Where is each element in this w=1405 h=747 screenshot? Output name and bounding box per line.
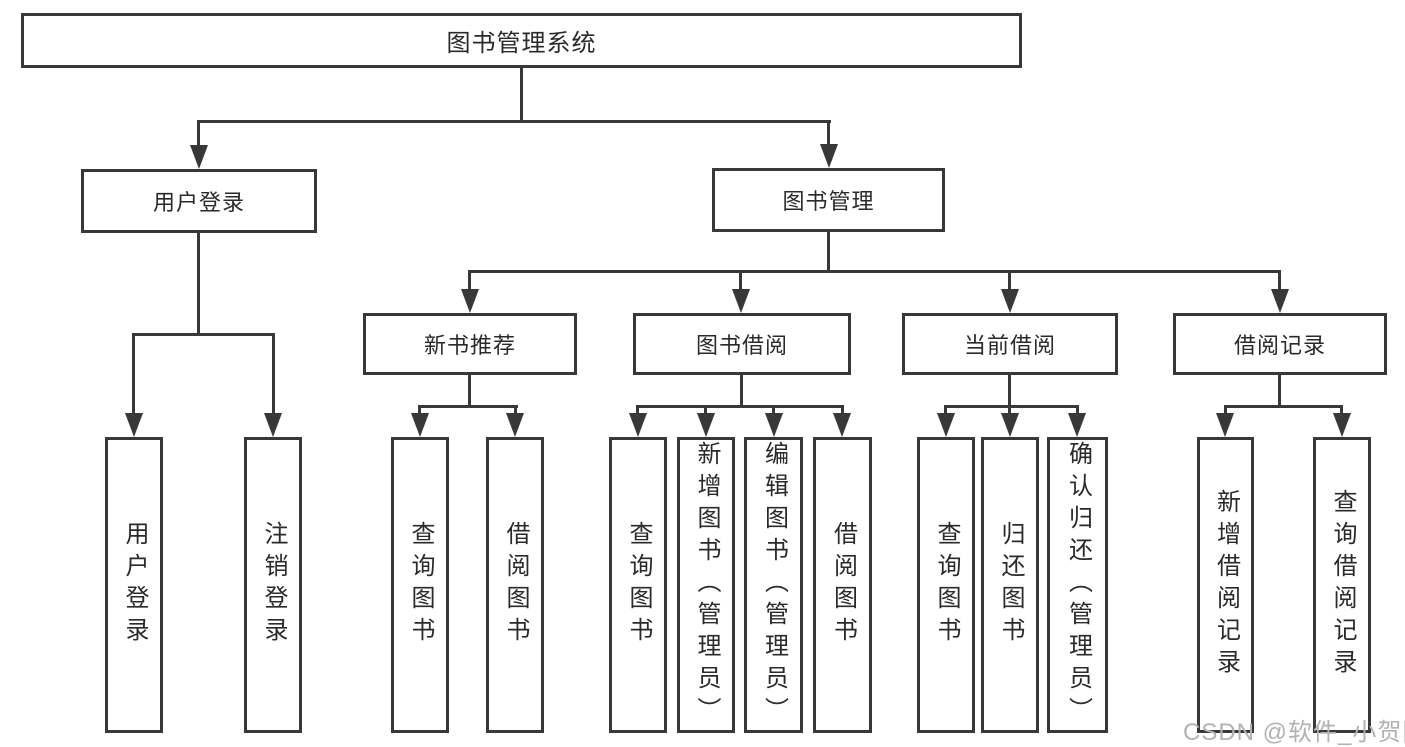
arrowhead-query-record — [1333, 413, 1351, 437]
connector-drop-leaf-user-login — [132, 333, 135, 417]
leaf-add-borrow-record: 新增借阅记录 — [1197, 437, 1254, 733]
arrowhead-borrow1 — [506, 413, 524, 437]
connector-drop-edit-books — [772, 405, 775, 417]
arrowhead-add-record — [1216, 413, 1234, 437]
connector-drop-add-record — [1224, 405, 1227, 417]
node-root: 图书管理系统 — [21, 13, 1022, 68]
connector-drop-user-login — [197, 120, 200, 148]
node-user-login: 用户登录 — [81, 169, 317, 233]
connector-drop-query3 — [944, 405, 947, 417]
connector-userlogin-bus — [132, 333, 275, 336]
arrowhead-borrow2 — [833, 413, 851, 437]
leaf-borrow-books-2: 借阅图书 — [813, 437, 872, 733]
arrowhead-return-books — [1001, 413, 1019, 437]
arrowhead-query2 — [629, 413, 647, 437]
leaf-query-books-2-label: 查询图书 — [625, 521, 652, 649]
leaf-confirm-return-admin: 确认归还（管理员） — [1047, 437, 1108, 733]
connector-root-stem — [520, 66, 523, 123]
leaf-add-books-admin-label: 新增图书（管理员） — [693, 441, 720, 729]
node-new-book-recommend-label: 新书推荐 — [423, 333, 516, 358]
node-current-borrow-label: 当前借阅 — [963, 333, 1056, 358]
leaf-edit-books-admin: 编辑图书（管理员） — [744, 437, 803, 733]
connector-borrowrecords-stem — [1278, 373, 1281, 408]
arrowhead-query3 — [937, 413, 955, 437]
leaf-query-books-3-label: 查询图书 — [933, 521, 960, 649]
arrowhead-confirm-return — [1068, 413, 1086, 437]
leaf-return-books: 归还图书 — [981, 437, 1039, 733]
arrowhead-add-books — [697, 413, 715, 437]
connector-level3-bus — [468, 270, 1281, 273]
arrowhead-edit-books — [765, 413, 783, 437]
connector-drop-borrow2 — [841, 405, 844, 417]
connector-drop-confirm-return — [1076, 405, 1079, 417]
node-book-borrow: 图书借阅 — [633, 313, 851, 375]
connector-currentborrow-stem — [1008, 373, 1011, 408]
connector-level1-bus — [197, 120, 831, 123]
connector-newbook-stem — [468, 373, 471, 408]
leaf-query-books-3: 查询图书 — [917, 437, 975, 733]
arrowhead-leaf-user-login — [125, 413, 143, 437]
node-new-book-recommend: 新书推荐 — [363, 313, 577, 375]
connector-drop-return-books — [1008, 405, 1011, 417]
node-borrow-records-label: 借阅记录 — [1233, 333, 1326, 358]
leaf-logout: 注销登录 — [244, 437, 302, 733]
leaf-confirm-return-admin-label: 确认归还（管理员） — [1064, 441, 1092, 729]
connector-bookborrow-bus — [636, 405, 844, 408]
connector-drop-new-book — [468, 270, 471, 292]
node-book-management: 图书管理 — [712, 168, 945, 232]
leaf-user-login: 用户登录 — [105, 437, 163, 733]
node-book-borrow-label: 图书借阅 — [695, 333, 788, 358]
leaf-user-login-label: 用户登录 — [121, 521, 148, 649]
leaf-query-borrow-record: 查询借阅记录 — [1313, 437, 1371, 733]
connector-drop-book-management — [827, 120, 830, 147]
leaf-logout-label: 注销登录 — [260, 521, 287, 649]
node-book-management-label: 图书管理 — [782, 189, 875, 214]
connector-bookborrow-stem — [740, 373, 743, 408]
arrowhead-query1 — [411, 413, 429, 437]
leaf-return-books-label: 归还图书 — [997, 521, 1024, 649]
node-root-label: 图书管理系统 — [446, 30, 597, 57]
arrowhead-borrow-records — [1271, 289, 1289, 313]
leaf-query-books-2: 查询图书 — [609, 437, 667, 733]
arrowhead-book-borrow — [732, 289, 750, 313]
node-borrow-records: 借阅记录 — [1173, 313, 1387, 375]
connector-drop-query-record — [1340, 405, 1343, 417]
connector-drop-query1 — [418, 405, 421, 417]
connector-drop-add-books — [704, 405, 707, 417]
connector-drop-leaf-logout — [272, 333, 275, 417]
leaf-borrow-books-2-label: 借阅图书 — [829, 521, 857, 649]
connector-currentborrow-bus — [944, 405, 1079, 408]
node-user-login-label: 用户登录 — [152, 190, 245, 215]
connector-borrowrecords-bus — [1224, 405, 1343, 408]
arrowhead-user-login — [190, 145, 208, 169]
connector-drop-borrow1 — [514, 405, 517, 417]
leaf-borrow-books-1: 借阅图书 — [486, 437, 544, 733]
leaf-edit-books-admin-label: 编辑图书（管理员） — [760, 441, 788, 729]
leaf-add-borrow-record-label: 新增借阅记录 — [1212, 489, 1240, 681]
leaf-borrow-books-1-label: 借阅图书 — [502, 521, 529, 649]
connector-drop-borrow-records — [1278, 270, 1281, 292]
connector-userlogin-stem — [197, 231, 200, 335]
leaf-add-books-admin: 新增图书（管理员） — [677, 437, 735, 733]
csdn-watermark: CSDN @软件_小贺同学 — [1183, 719, 1405, 746]
connector-drop-current-borrow — [1008, 270, 1011, 292]
connector-drop-book-borrow — [739, 270, 742, 292]
node-current-borrow: 当前借阅 — [902, 313, 1118, 375]
connector-newbook-bus — [418, 405, 518, 408]
arrowhead-new-book — [461, 289, 479, 313]
connector-drop-query2 — [636, 405, 639, 417]
leaf-query-books-1-label: 查询图书 — [407, 521, 434, 649]
arrowhead-current-borrow — [1001, 289, 1019, 313]
arrowhead-leaf-logout — [264, 413, 282, 437]
arrowhead-book-management — [820, 144, 838, 168]
connector-bookmgmt-stem — [827, 230, 830, 273]
leaf-query-books-1: 查询图书 — [391, 437, 449, 733]
leaf-query-borrow-record-label: 查询借阅记录 — [1329, 489, 1356, 681]
